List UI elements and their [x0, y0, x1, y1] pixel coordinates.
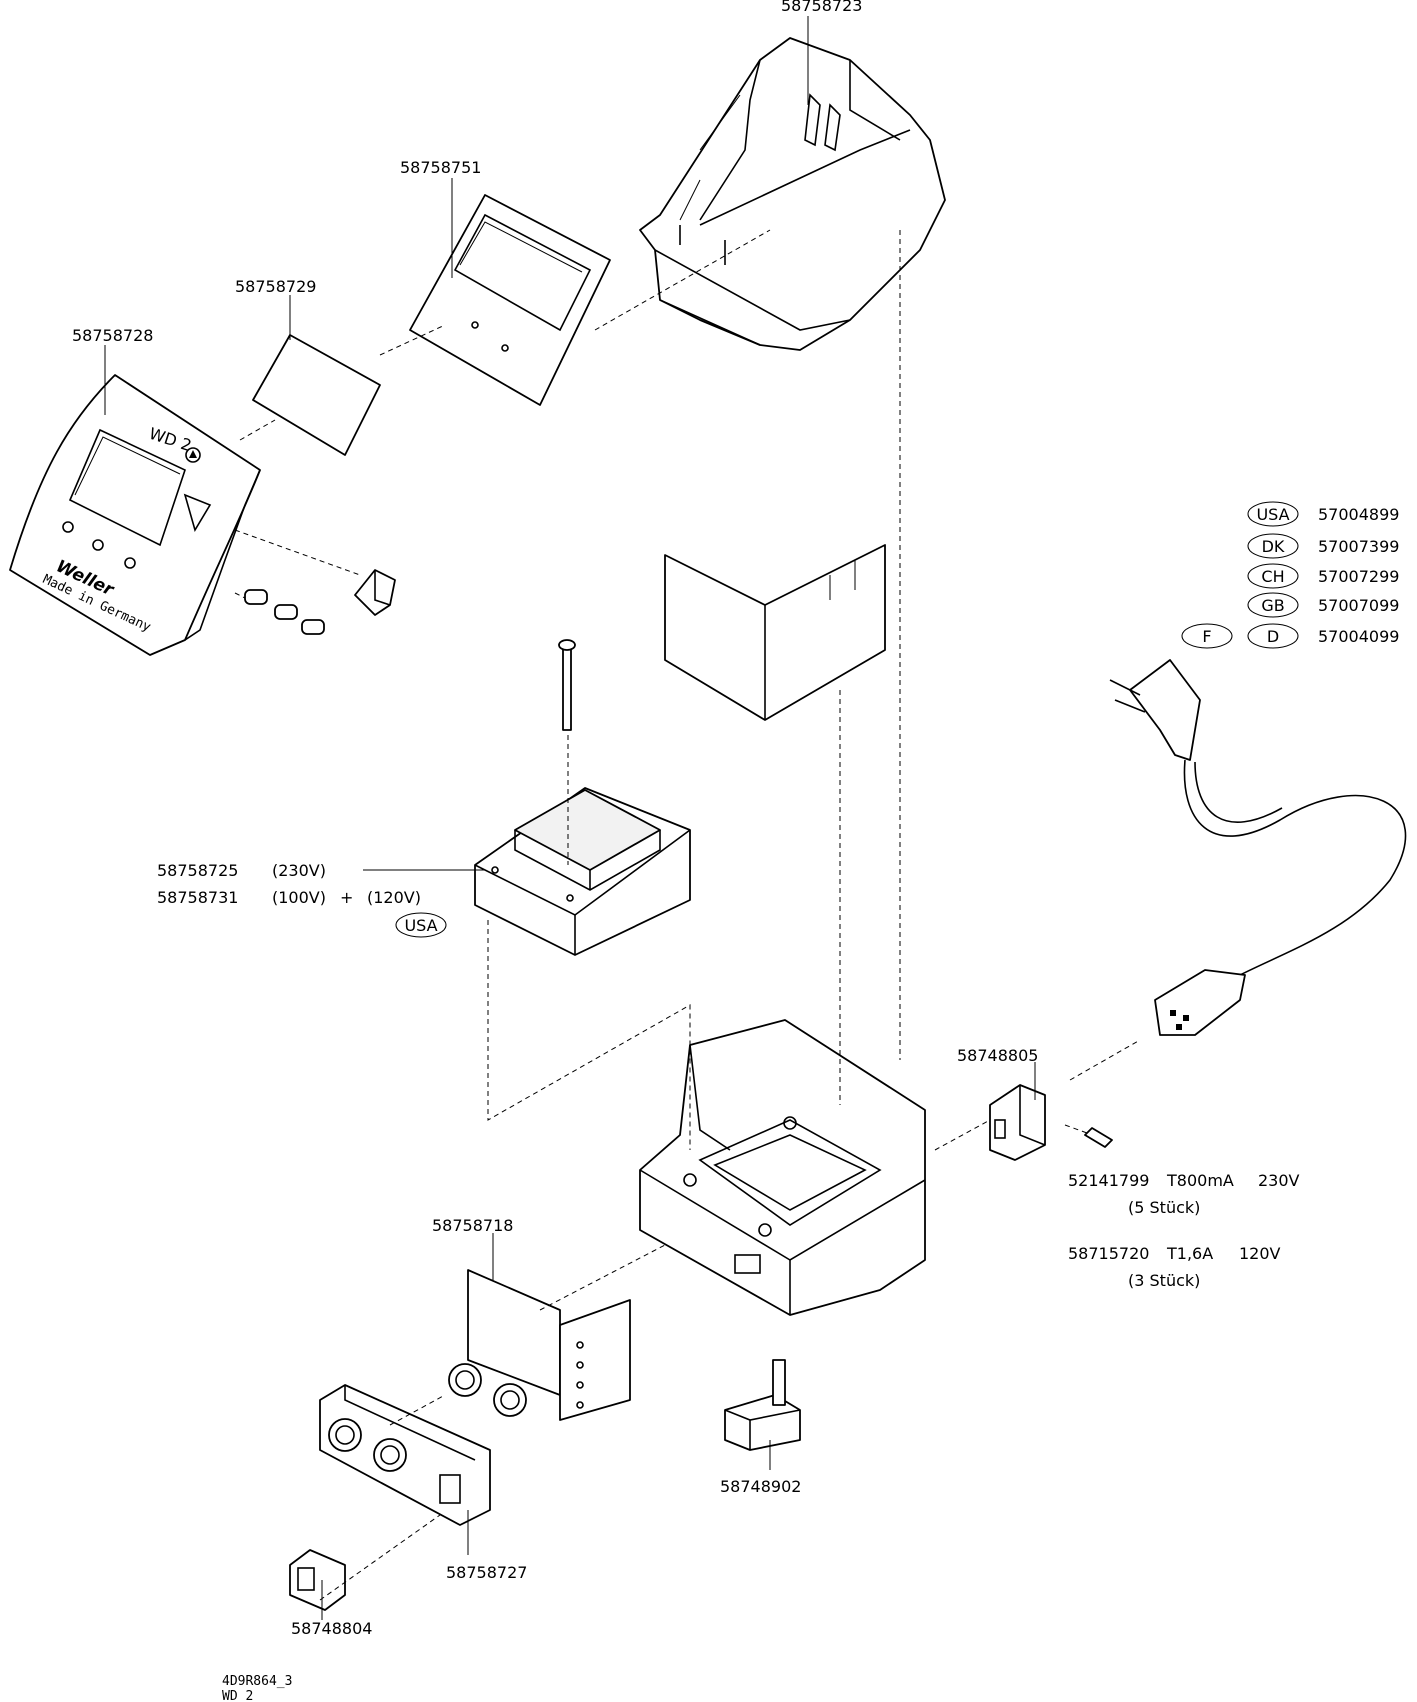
- housing-cover: [639, 37, 946, 351]
- label-fuse-230-voltage: 230V: [1258, 1171, 1300, 1190]
- cord-region-ch: CH: [1261, 567, 1284, 586]
- region-oval-d: [1247, 623, 1299, 649]
- region-oval-dk: [1247, 533, 1299, 559]
- cord-variant-f-d: F D 57004099: [1181, 623, 1399, 649]
- leader-lines: [104, 16, 1141, 1620]
- cord-variants: USA 57004899 DK 57007399 CH 57007299 GB …: [1181, 501, 1399, 649]
- fuse-labels: 52141799 T800mA 230V (5 Stück) 58715720 …: [1068, 1171, 1300, 1290]
- region-oval-gb: [1247, 592, 1299, 618]
- push-buttons: [244, 589, 325, 635]
- region-oval-usa-transformer: [395, 912, 447, 938]
- power-cord: [1109, 659, 1407, 1036]
- label-transformer-230: 58758725: [157, 861, 238, 880]
- cord-part-dk: 57007399: [1318, 537, 1399, 556]
- label-control-pcb: 58758718: [432, 1216, 513, 1235]
- cord-variant-gb: GB 57007099: [1247, 592, 1399, 618]
- cord-region-gb: GB: [1261, 596, 1284, 615]
- region-oval-usa: [1247, 501, 1299, 527]
- label-housing-cover: 58758723: [781, 0, 862, 15]
- label-display-window: 58758729: [235, 277, 316, 296]
- display-foil: [409, 194, 611, 406]
- cord-part-f-d: 57004099: [1318, 627, 1399, 646]
- shield-plate: [664, 544, 886, 721]
- foot: [724, 1359, 801, 1451]
- cord-variant-dk: DK 57007399: [1247, 533, 1399, 559]
- knob-panel: [319, 1384, 491, 1526]
- region-oval-ch: [1247, 563, 1299, 589]
- cord-variant-usa: USA 57004899: [1247, 501, 1399, 527]
- cord-region-dk: DK: [1262, 537, 1285, 556]
- transformer: [474, 787, 691, 956]
- front-panel: WD 2 Weller Made in Germany: [9, 374, 261, 656]
- screw: [558, 639, 576, 731]
- label-fuse-120-rating: T1,6A: [1166, 1244, 1213, 1263]
- cord-part-ch: 57007299: [1318, 567, 1399, 586]
- label-region-usa-transformer: USA: [404, 916, 437, 935]
- control-pcb: [448, 1269, 631, 1421]
- cord-part-usa: 57004899: [1318, 505, 1399, 524]
- cord-region-usa: USA: [1256, 505, 1289, 524]
- label-fuse-120: 58715720: [1068, 1244, 1149, 1263]
- label-fuse-230-rating: T800mA: [1166, 1171, 1234, 1190]
- label-fuse-120-voltage: 120V: [1239, 1244, 1281, 1263]
- display-clip: [354, 569, 396, 616]
- power-switch: [289, 1549, 346, 1611]
- label-fuse-230: 52141799: [1068, 1171, 1149, 1190]
- label-fuse-120-qty: (3 Stück): [1128, 1271, 1200, 1290]
- label-voltage-230: (230V): [272, 861, 326, 880]
- label-plus: +: [340, 888, 353, 907]
- cord-region-f: F: [1202, 627, 1211, 646]
- label-transformer-120: 58758731: [157, 888, 238, 907]
- footer-model: WD 2: [222, 1689, 253, 1702]
- label-mains-socket: 58748805: [957, 1046, 1038, 1065]
- transformer-labels: 58758725 (230V) 58758731 (100V) + (120V)…: [157, 861, 447, 938]
- fuse: [1084, 1127, 1113, 1148]
- region-oval-f: [1181, 623, 1233, 649]
- label-foot: 58748902: [720, 1477, 801, 1496]
- label-power-switch: 58748804: [291, 1619, 372, 1638]
- label-voltage-100: (100V): [272, 888, 326, 907]
- label-knob-panel: 58758727: [446, 1563, 527, 1582]
- cord-region-d: D: [1267, 627, 1279, 646]
- base-housing: [639, 1019, 926, 1316]
- label-front-panel: 58758728: [72, 326, 153, 345]
- drawing-id: 4D9R864_3: [222, 1674, 292, 1689]
- cord-part-gb: 57007099: [1318, 596, 1399, 615]
- label-display-foil: 58758751: [400, 158, 481, 177]
- mains-socket: [989, 1084, 1046, 1161]
- label-voltage-120: (120V): [367, 888, 421, 907]
- label-fuse-230-qty: (5 Stück): [1128, 1198, 1200, 1217]
- display-window: [252, 334, 381, 456]
- cord-variant-ch: CH 57007299: [1247, 563, 1399, 589]
